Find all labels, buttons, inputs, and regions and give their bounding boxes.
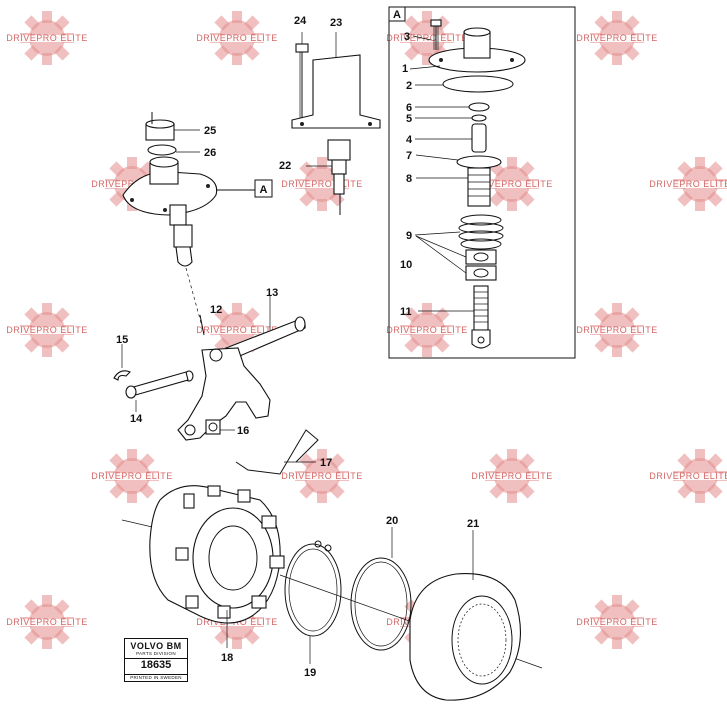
part-label-17: 17 bbox=[320, 457, 332, 469]
ring-part-5 bbox=[471, 114, 487, 122]
label-plate-subtitle: PARTS DIVISION bbox=[125, 651, 187, 659]
part-label-26: 26 bbox=[204, 147, 216, 159]
watermark-text: DRIVEPRO ELITE bbox=[6, 617, 88, 627]
part-label-23: 23 bbox=[330, 17, 342, 29]
part-label-9: 9 bbox=[406, 230, 412, 242]
part-label-18: 18 bbox=[221, 652, 233, 664]
part-label-6: 6 bbox=[406, 102, 412, 114]
label-plate-code: 18635 bbox=[140, 659, 172, 671]
shaft-part-13 bbox=[225, 296, 306, 359]
part-label-12: 12 bbox=[210, 304, 222, 316]
watermark-text: DRIVEPRO ELITE bbox=[6, 325, 88, 335]
valve-housing-assembly bbox=[122, 156, 255, 267]
snap-ring-part-19 bbox=[284, 540, 342, 664]
detail-view-letter: A bbox=[393, 9, 401, 21]
sensor-part-22 bbox=[306, 139, 351, 215]
watermark-text: DRIVEPRO ELITE bbox=[196, 325, 278, 335]
callout-box-letter: A bbox=[260, 184, 268, 196]
part-label-4: 4 bbox=[406, 134, 413, 146]
o-ring-part-20 bbox=[350, 527, 412, 651]
label-plate: VOLVO BM PARTS DIVISION 18635 bbox=[124, 638, 188, 678]
watermark-text: DRIVEPRO ELITE bbox=[471, 471, 553, 481]
wire-spring-part-17 bbox=[235, 429, 319, 475]
gasket-part-2 bbox=[442, 75, 514, 93]
gear-ring-part-21 bbox=[409, 530, 521, 701]
part-label-14: 14 bbox=[130, 413, 143, 425]
shift-fork bbox=[177, 347, 271, 441]
part-label-15: 15 bbox=[116, 334, 128, 346]
watermark-text: DRIVEPRO ELITE bbox=[386, 325, 468, 335]
part-label-1: 1 bbox=[402, 63, 408, 75]
bolt-part-3 bbox=[430, 19, 442, 50]
sliding-sleeve-part-18 bbox=[121, 485, 285, 648]
part-label-2: 2 bbox=[406, 80, 412, 92]
spring-part-9 bbox=[458, 214, 504, 250]
part-label-16: 16 bbox=[237, 425, 249, 437]
watermark-text: DRIVEPRO ELITE bbox=[576, 325, 658, 335]
threaded-rod-part-11 bbox=[471, 285, 491, 349]
label-plate-footer: PRINTED IN SWEDEN bbox=[124, 674, 188, 682]
part-label-8: 8 bbox=[406, 173, 412, 185]
bolt-part-24 bbox=[295, 32, 309, 118]
watermark-text: DRIVEPRO ELITE bbox=[649, 471, 727, 481]
watermark-text: DRIVEPRO ELITE bbox=[281, 471, 363, 481]
part-label-20: 20 bbox=[386, 515, 398, 527]
pin-part-14 bbox=[125, 371, 189, 412]
threaded-sleeve-part-8 bbox=[467, 167, 491, 207]
watermark-text: DRIVEPRO ELITE bbox=[576, 33, 658, 43]
flange-housing-part-1 bbox=[428, 27, 526, 73]
watermark-text: DRIVEPRO ELITE bbox=[281, 179, 363, 189]
washer-part-6 bbox=[468, 102, 490, 112]
washer-part-26 bbox=[147, 144, 200, 156]
watermark-text: DRIVEPRO ELITE bbox=[196, 33, 278, 43]
callout-box-a: A bbox=[254, 179, 273, 198]
part-label-19: 19 bbox=[304, 667, 316, 679]
pin-part-12 bbox=[199, 314, 205, 336]
part-label-13: 13 bbox=[266, 287, 278, 299]
watermark-text: DRIVEPRO ELITE bbox=[91, 471, 173, 481]
part-label-3: 3 bbox=[404, 31, 410, 43]
part-label-10: 10 bbox=[400, 259, 412, 271]
part-label-24: 24 bbox=[294, 15, 307, 27]
watermark-text: DRIVEPRO ELITE bbox=[649, 179, 727, 189]
label-plate-brand: VOLVO BM bbox=[130, 641, 182, 651]
part-label-25: 25 bbox=[204, 125, 216, 137]
plunger-part-4 bbox=[471, 123, 487, 153]
part-label-22: 22 bbox=[279, 160, 291, 172]
part-label-5: 5 bbox=[406, 113, 412, 125]
part-number-labels: 3 1 2 6 5 4 7 8 9 10 11 12 13 14 15 16 1… bbox=[116, 15, 479, 679]
clip-part-15 bbox=[113, 344, 131, 381]
nut-part-25 bbox=[145, 112, 200, 141]
bushing-part-16 bbox=[205, 419, 235, 435]
part-label-11: 11 bbox=[400, 306, 412, 318]
nuts-part-10 bbox=[465, 249, 497, 281]
part-label-21: 21 bbox=[467, 518, 479, 530]
disc-part-7 bbox=[456, 155, 502, 169]
part-label-7: 7 bbox=[406, 150, 412, 162]
watermark-text: DRIVEPRO ELITE bbox=[576, 617, 658, 627]
watermark-layer: DRIVEPRO ELITE DRIVEPRO ELITE DRIVEPRO E… bbox=[6, 11, 727, 649]
watermark-text: DRIVEPRO ELITE bbox=[6, 33, 88, 43]
bracket-part-23 bbox=[291, 32, 381, 129]
detail-view-a: A bbox=[388, 6, 576, 359]
watermark-text: DRIVEPRO ELITE bbox=[471, 179, 553, 189]
watermark-text: DRIVEPRO ELITE bbox=[386, 33, 468, 43]
